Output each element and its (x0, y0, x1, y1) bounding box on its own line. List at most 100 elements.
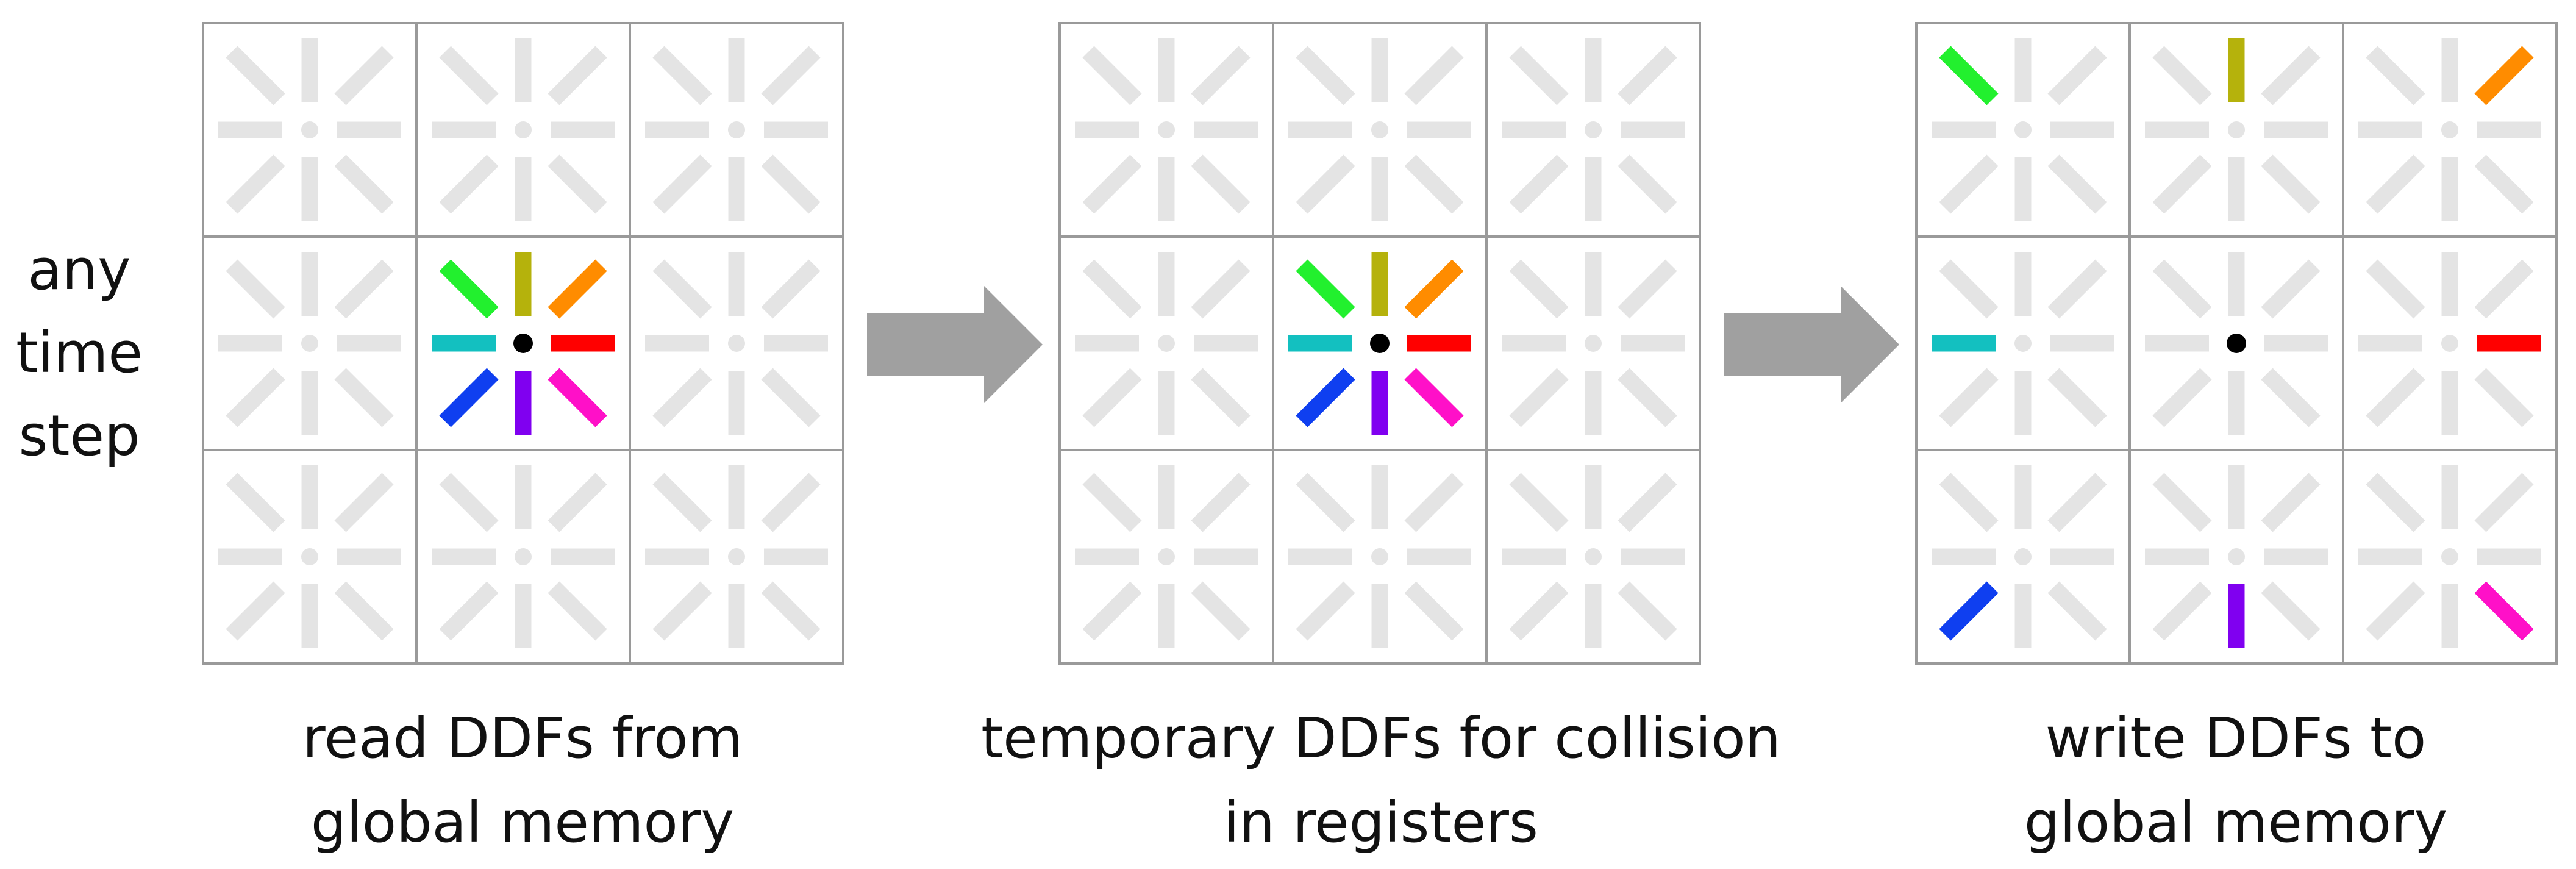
lattice-stub (1082, 368, 1142, 427)
lattice-stub (226, 368, 285, 427)
center-node (2227, 334, 2246, 353)
lattice-stub (652, 154, 712, 214)
lattice-stub (334, 46, 394, 105)
lattice-stub (2474, 473, 2534, 532)
ddf-north-east (1404, 259, 1464, 319)
lattice-stub (2474, 154, 2534, 214)
lattice-node (1585, 121, 1602, 138)
lattice-stub (1296, 46, 1355, 105)
lattice-stub (2152, 581, 2212, 641)
caption-read-line-2: global memory (310, 790, 735, 855)
lattice-stub (1404, 581, 1464, 641)
lattice-stub (1509, 154, 1569, 214)
lattice-stub (2261, 581, 2321, 641)
lattice-stub (1191, 154, 1251, 214)
ddf-north-west (439, 259, 499, 319)
lattice-stub (1509, 581, 1569, 641)
lattice-node (301, 548, 318, 565)
lattice-stub (1404, 473, 1464, 532)
lattice-stub (1618, 259, 1677, 319)
lattice-stub (439, 46, 499, 105)
lattice-stub (1618, 368, 1677, 427)
lattice-stub (2152, 154, 2212, 214)
lattice-node (728, 121, 745, 138)
ddf-north-west (1296, 259, 1355, 319)
lattice-stub (2047, 581, 2107, 641)
lattice-stub (1191, 259, 1251, 319)
ddf-north-east (2474, 46, 2534, 105)
lattice-stub (761, 368, 821, 427)
lattice-node (2228, 121, 2245, 138)
lattice-stub (1509, 368, 1569, 427)
lattice-node (2014, 548, 2032, 565)
lattice-stub (1618, 154, 1677, 214)
ddf-south-west (439, 368, 499, 427)
lattice-stub (2366, 473, 2425, 532)
lattice-node (1158, 335, 1175, 352)
lattice-stub (2152, 46, 2212, 105)
lattice-node (2014, 121, 2032, 138)
lattice-stub (652, 259, 712, 319)
caption-temporary-line-1: temporary DDFs for collision (981, 706, 1781, 771)
lattice-stub (1509, 259, 1569, 319)
lattice-stub (1191, 368, 1251, 427)
lattice-stub (2047, 46, 2107, 105)
lattice-stub (1191, 46, 1251, 105)
lattice-stub (2152, 473, 2212, 532)
lattice-stub (761, 259, 821, 319)
lattice-node (2441, 548, 2458, 565)
lattice-stub (334, 259, 394, 319)
lattice-stub (1082, 154, 1142, 214)
lattice-stub (2047, 473, 2107, 532)
lattice-stub (652, 46, 712, 105)
lattice-stub (2152, 368, 2212, 427)
lattice-stub (334, 473, 394, 532)
lattice-stub (2474, 368, 2534, 427)
lattice-stub (1082, 259, 1142, 319)
lattice-node (1371, 548, 1388, 565)
side-label-line-3: step (18, 403, 140, 468)
side-label: any time step (0, 229, 159, 477)
lattice-stub (2047, 368, 2107, 427)
lattice-stub (1082, 581, 1142, 641)
lattice-stub (226, 154, 285, 214)
lattice-stub (2366, 368, 2425, 427)
ddf-south-east (1404, 368, 1464, 427)
caption-read-line-1: read DDFs from (302, 706, 743, 771)
ddf-north-east (548, 259, 607, 319)
caption-write: write DDFs to global memory (1916, 696, 2556, 865)
lattice-stub (2152, 259, 2212, 319)
lattice-stub (2366, 154, 2425, 214)
lattice-stub (439, 154, 499, 214)
lattice-stub (2261, 259, 2321, 319)
lattice-stub (334, 154, 394, 214)
lattice-stub (226, 46, 285, 105)
lattice-node (515, 548, 532, 565)
lattice-stub (1404, 46, 1464, 105)
caption-temporary-line-2: in registers (1224, 790, 1538, 855)
lattice-stub (2261, 46, 2321, 105)
lattice-stub (2261, 473, 2321, 532)
lattice-stub (1618, 581, 1677, 641)
center-node (513, 334, 533, 353)
ddf-south-west (1296, 368, 1355, 427)
lattice-node (2228, 548, 2245, 565)
lattice-stub (652, 581, 712, 641)
side-label-line-1: any (27, 237, 131, 302)
lattice-node (1585, 335, 1602, 352)
lattice-stub (439, 581, 499, 641)
side-label-line-2: time (16, 320, 143, 385)
lattice-node (1371, 121, 1388, 138)
lattice-stub (1939, 473, 1999, 532)
lattice-stub (761, 46, 821, 105)
lattice-stub (1618, 46, 1677, 105)
lattice-stub (761, 473, 821, 532)
ddf-north-west (1939, 46, 1999, 105)
lattice-stub (1296, 581, 1355, 641)
center-node (1370, 334, 1390, 353)
caption-read: read DDFs from global memory (202, 696, 843, 865)
lattice-node (2441, 335, 2458, 352)
lattice-stub (548, 581, 607, 641)
lattice-stub (1082, 473, 1142, 532)
